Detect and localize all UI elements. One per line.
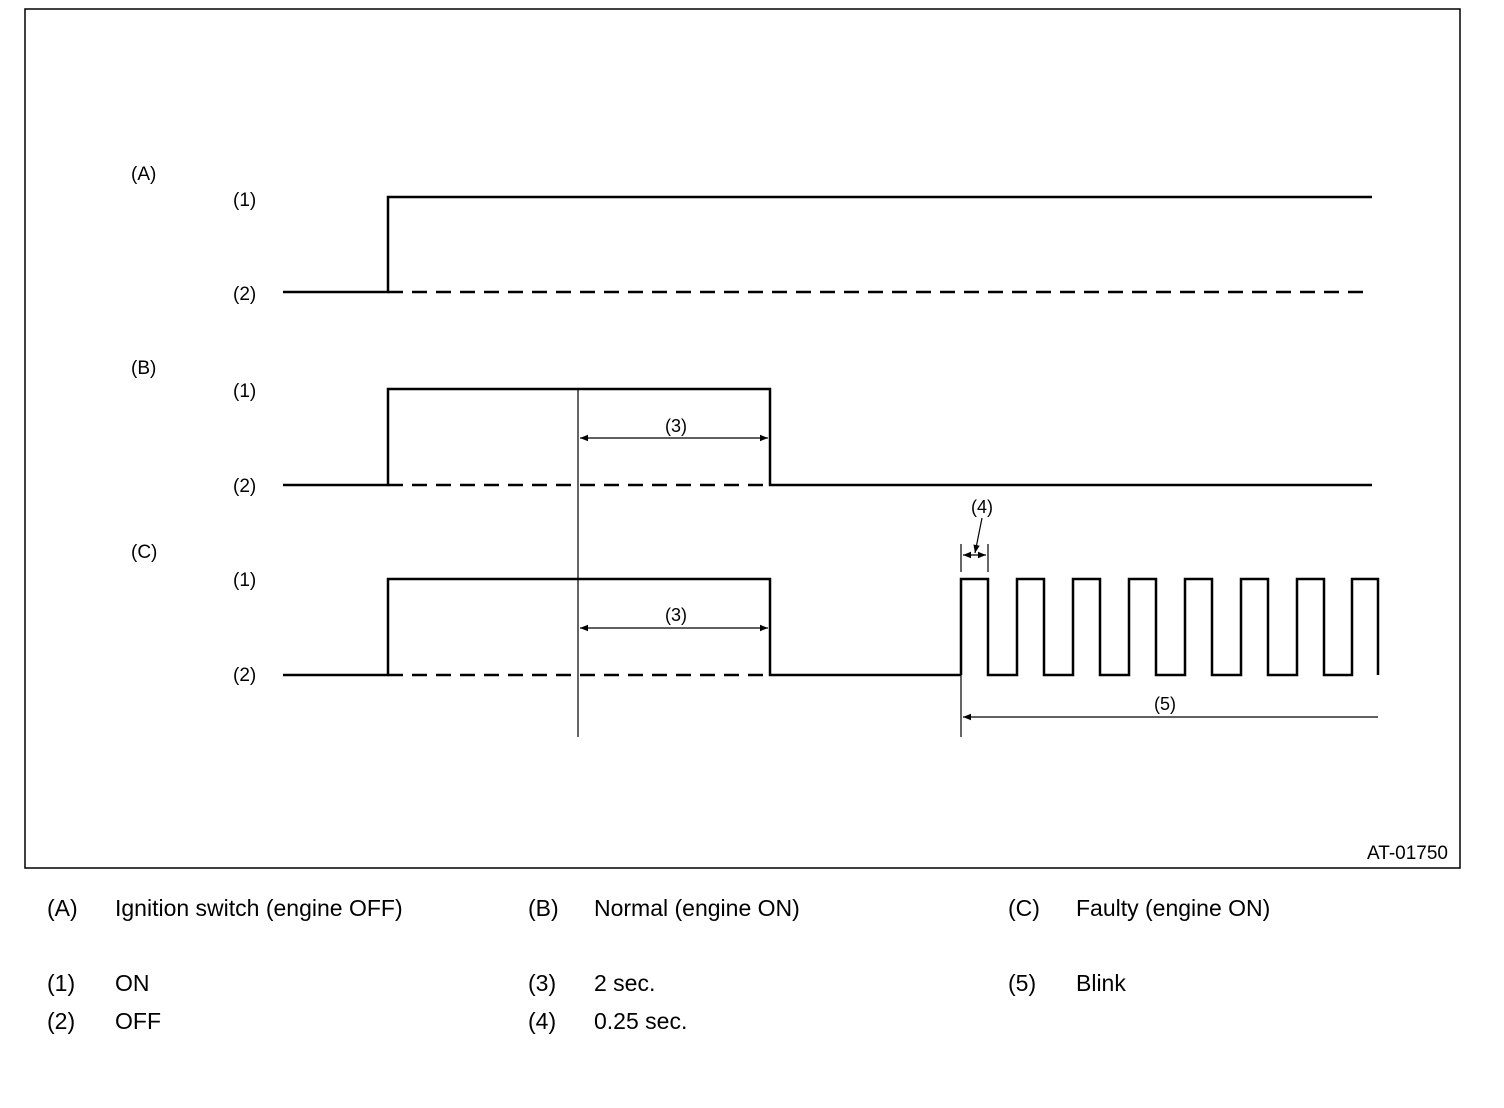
legend: (A) Ignition switch (engine OFF) (B) Nor… (0, 880, 1504, 1108)
diagram-frame (24, 8, 1461, 869)
legend-text-c: Faulty (engine ON) (1076, 895, 1271, 921)
row-b-low-label: (2) (233, 476, 256, 497)
legend-key-4: (4) (528, 1008, 557, 1034)
legend-text-1: ON (115, 970, 150, 996)
legend-text-b: Normal (engine ON) (594, 895, 800, 921)
waveform-b (283, 387, 1372, 487)
waveform-c (283, 577, 1380, 677)
waveform-a (283, 195, 1372, 294)
pulse-width-label: (4) (971, 497, 993, 517)
legend-text-4: 0.25 sec. (594, 1008, 688, 1034)
duration-b-label: (3) (665, 416, 687, 436)
row-a-low-label: (2) (233, 284, 256, 305)
row-a-key: (A) (131, 164, 156, 185)
legend-key-a: (A) (47, 895, 78, 921)
waveform-c-signal (283, 577, 961, 677)
row-c-high-label: (1) (233, 570, 256, 591)
row-b-key: (B) (131, 358, 156, 379)
timing-diagram: (A) (1) (2) (B) (1) (2) (C) (1) (2) (3) … (24, 8, 1461, 869)
waveform-c-blink-pulses (959, 577, 1380, 677)
legend-text-2: OFF (115, 1008, 161, 1034)
row-c-low-label: (2) (233, 665, 256, 686)
pulse-width-indicator (960, 517, 989, 572)
legend-key-3: (3) (528, 970, 557, 996)
duration-c-label: (3) (665, 605, 687, 625)
blink-range-label: (5) (1154, 694, 1176, 714)
row-a-high-label: (1) (233, 190, 256, 211)
legend-key-b: (B) (528, 895, 559, 921)
waveform-a-signal (283, 195, 1372, 294)
legend-text-3: 2 sec. (594, 970, 656, 996)
legend-key-1: (1) (47, 970, 76, 996)
legend-key-c: (C) (1008, 895, 1040, 921)
legend-text-a: Ignition switch (engine OFF) (115, 895, 403, 921)
legend-text-5: Blink (1076, 970, 1126, 996)
legend-key-2: (2) (47, 1008, 76, 1034)
figure-code: AT-01750 (1367, 843, 1448, 864)
row-b-high-label: (1) (233, 381, 256, 402)
row-c-key: (C) (131, 542, 157, 563)
legend-key-5: (5) (1008, 970, 1037, 996)
waveform-b-signal (283, 387, 1372, 487)
